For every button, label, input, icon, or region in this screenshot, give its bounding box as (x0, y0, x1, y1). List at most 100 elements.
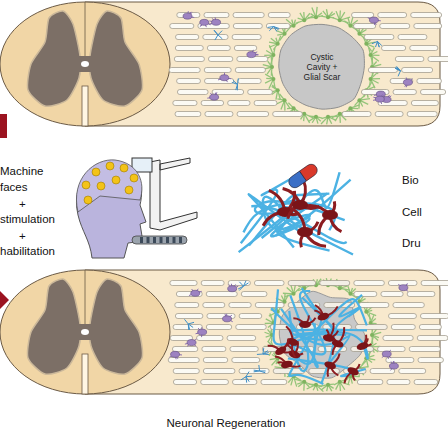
cord-cross-section (0, 2, 170, 126)
eeg-electrode (92, 168, 100, 176)
neuron (209, 17, 220, 25)
ventral-fissure (82, 354, 88, 394)
transplanted-cell (293, 315, 315, 328)
glial-cell (308, 7, 323, 19)
eeg-electrode (97, 182, 105, 190)
cord-cross-section (0, 270, 170, 394)
gray-commissure (75, 324, 95, 340)
cavity-label: Cystic Cavity + Glial Scar (299, 52, 345, 82)
neuron (368, 17, 381, 25)
transplanted-cell (314, 305, 337, 322)
glial-cell (269, 36, 281, 50)
axon (175, 112, 437, 117)
ventral-fissure (82, 86, 88, 126)
neuron (223, 314, 233, 322)
lead-contact (166, 237, 169, 243)
transplanted-cell (356, 335, 372, 351)
arrow-tip (0, 114, 7, 138)
neuron (207, 92, 218, 100)
panel-caption: Neuronal Regeneration (167, 416, 286, 430)
glial-cell (295, 379, 314, 391)
astrocyte (395, 66, 400, 76)
regenerated-cord (0, 270, 448, 394)
side-label: stimulation (0, 212, 55, 226)
axon (173, 380, 437, 385)
neuron (169, 351, 182, 359)
stimulation-lead (132, 236, 187, 244)
astrocyte (254, 365, 266, 373)
axon (175, 314, 448, 319)
treadmill (150, 158, 197, 230)
biomaterial-illustration (239, 162, 353, 255)
hydrogel-fiber (295, 332, 368, 359)
eeg-electrode (112, 176, 120, 184)
glial-cell (277, 94, 291, 111)
hydrogel-fiber (251, 206, 346, 243)
eeg-cap (76, 160, 141, 212)
dorsal-septum (85, 2, 86, 56)
drug-capsule (286, 162, 319, 190)
hydrogel-fiber (249, 194, 311, 247)
lead-contact (160, 237, 163, 243)
gray-matter (90, 11, 143, 106)
glial-cell (332, 10, 350, 22)
transplanted-cell (275, 356, 300, 369)
bmi-illustration (76, 158, 197, 258)
lead-contact (173, 237, 176, 243)
central-canal (81, 329, 89, 335)
astrocyte (372, 41, 382, 47)
astrocyte (268, 27, 280, 32)
glial-cell (309, 115, 322, 124)
lead-contact (179, 237, 182, 243)
eeg-electrode (125, 186, 133, 194)
neuron (389, 361, 398, 370)
lead-contact (147, 237, 150, 243)
eeg-electrode (106, 162, 114, 170)
neuron (382, 350, 391, 359)
neuron (398, 284, 408, 292)
astrocyte (232, 78, 239, 90)
neuron (196, 327, 207, 337)
gray-matter (27, 11, 80, 106)
glial-cell (321, 115, 339, 125)
hydrogel-fiber (271, 308, 350, 365)
transplanted-cell (323, 353, 339, 376)
eeg-electrode (82, 181, 90, 189)
astrocyte (257, 348, 269, 354)
cavity-outline (279, 24, 365, 109)
side-label: Bio (402, 173, 419, 187)
eeg-electrode (84, 196, 92, 204)
gray-commissure (75, 56, 95, 72)
transplanted-cell (268, 338, 290, 356)
arrow-tip (0, 291, 9, 309)
glial-cell (354, 95, 369, 109)
glial-cell (369, 48, 380, 64)
transplanted-cell (283, 180, 320, 219)
transplanted-cell (304, 201, 342, 235)
gray-matter (27, 279, 80, 374)
astrocyte (241, 372, 252, 383)
axon (177, 13, 442, 18)
astrocyte (214, 30, 222, 40)
side-label: Cell (402, 205, 422, 219)
dorsal-septum (85, 270, 86, 324)
neuron (403, 78, 412, 88)
neuron (200, 19, 211, 27)
neuron (189, 289, 202, 297)
eeg-electrode (130, 174, 138, 182)
transplanted-cell (322, 323, 338, 343)
glial-cell (334, 379, 350, 391)
lead-contact (153, 237, 156, 243)
side-label: Machine (0, 164, 43, 178)
side-label: habilitation (0, 244, 55, 258)
transplanted-cell (344, 364, 360, 384)
side-label: faces (0, 180, 28, 194)
cavity-node: Cystic Cavity + Glial Scar (276, 21, 368, 113)
neuron (183, 11, 194, 19)
eeg-electrode (120, 164, 128, 172)
astrocyte (238, 281, 248, 291)
side-label: Dru (402, 236, 421, 250)
neuron (373, 94, 384, 103)
central-canal (81, 61, 89, 67)
neuron (247, 50, 258, 58)
